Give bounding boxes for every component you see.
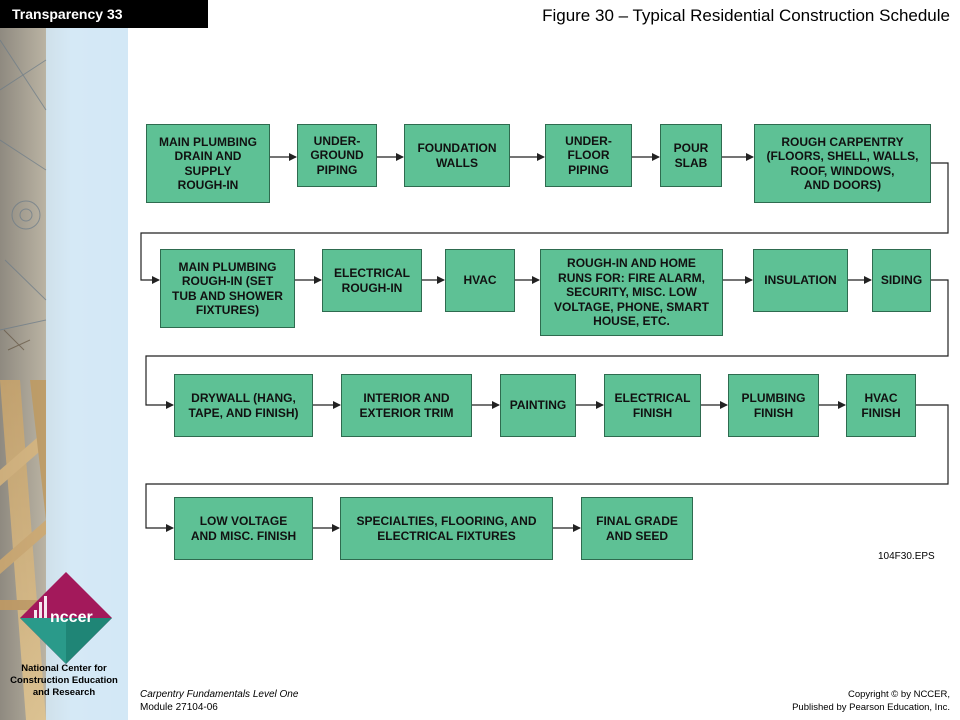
step-drywall: DRYWALL (HANG, TAPE, AND FINISH) [174,374,313,437]
copyright-line-1: Copyright © by NCCER, [847,689,950,700]
step-electrical-rough-in: ELECTRICAL ROUGH-IN [322,249,422,312]
step-hvac-finish: HVAC FINISH [846,374,916,437]
step-underground-piping: UNDER- GROUND PIPING [297,124,377,187]
step-main-plumbing-drain: MAIN PLUMBING DRAIN AND SUPPLY ROUGH-IN [146,124,270,203]
copyright-line-2: Published by Pearson Education, Inc. [792,702,950,713]
left-decorative-band [0,0,128,720]
step-hvac: HVAC [445,249,515,312]
step-rough-in-home-runs: ROUGH-IN AND HOME RUNS FOR: FIRE ALARM, … [540,249,723,336]
nccer-logo: nccer [20,572,112,664]
step-main-plumbing-rough-in: MAIN PLUMBING ROUGH-IN (SET TUB AND SHOW… [160,249,295,328]
logo-wordmark: nccer [50,609,93,626]
step-low-voltage-finish: LOW VOLTAGE AND MISC. FINISH [174,497,313,560]
step-specialties-flooring: SPECIALTIES, FLOORING, AND ELECTRICAL FI… [340,497,553,560]
step-plumbing-finish: PLUMBING FINISH [728,374,819,437]
transparency-label: Transparency 33 [0,0,208,28]
step-foundation-walls: FOUNDATION WALLS [404,124,510,187]
figure-title: Figure 30 – Typical Residential Construc… [542,6,950,25]
course-title: Carpentry Fundamentals Level One [140,689,299,700]
step-rough-carpentry: ROUGH CARPENTRY (FLOORS, SHELL, WALLS, R… [754,124,931,203]
step-underfloor-piping: UNDER- FLOOR PIPING [545,124,632,187]
construction-photo-strip [0,0,128,720]
step-insulation: INSULATION [753,249,848,312]
step-final-grade-seed: FINAL GRADE AND SEED [581,497,693,560]
copyright-notice: Copyright © by NCCER, Published by Pears… [792,688,950,714]
organization-name: National Center for Construction Educati… [10,663,118,698]
step-pour-slab: POUR SLAB [660,124,722,187]
step-interior-exterior-trim: INTERIOR AND EXTERIOR TRIM [341,374,472,437]
step-electrical-finish: ELECTRICAL FINISH [604,374,701,437]
step-painting: PAINTING [500,374,576,437]
file-label: 104F30.EPS [878,551,935,562]
module-number: Module 27104-06 [140,702,218,713]
step-siding: SIDING [872,249,931,312]
course-info: Carpentry Fundamentals Level One Module … [140,688,298,714]
